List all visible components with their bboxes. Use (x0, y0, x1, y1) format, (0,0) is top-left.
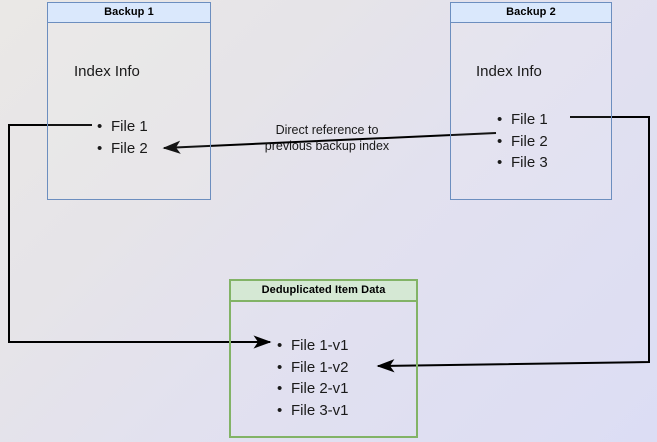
list-item: File 2 (497, 131, 548, 153)
list-item: File 2-v1 (277, 378, 349, 400)
node-dedup-header: Deduplicated Item Data (231, 281, 416, 302)
node-dedup-body: File 1-v1 File 1-v2 File 2-v1 File 3-v1 (231, 302, 416, 436)
node-deduplicated-item-data[interactable]: Deduplicated Item Data File 1-v1 File 1-… (229, 279, 418, 438)
list-item: File 1 (97, 116, 148, 138)
list-item: File 1-v2 (277, 357, 349, 379)
list-item: File 1 (497, 109, 548, 131)
list-item: File 3-v1 (277, 400, 349, 422)
backup-2-file-list: File 1 File 2 File 3 (497, 109, 548, 174)
dedup-file-list: File 1-v1 File 1-v2 File 2-v1 File 3-v1 (277, 335, 349, 421)
edge-label-direct-reference: Direct reference to previous backup inde… (264, 123, 390, 153)
list-item: File 3 (497, 152, 548, 174)
backup-1-index-info-label: Index Info (74, 63, 140, 80)
backup-1-file-list: File 1 File 2 (97, 116, 148, 159)
list-item: File 1-v1 (277, 335, 349, 357)
backup-2-index-info-label: Index Info (476, 63, 542, 80)
node-backup-1-header: Backup 1 (48, 3, 210, 23)
node-backup-1-body: Index Info File 1 File 2 (48, 23, 210, 199)
node-backup-2-header: Backup 2 (451, 3, 611, 23)
node-backup-2[interactable]: Backup 2 Index Info File 1 File 2 File 3 (450, 2, 612, 200)
node-backup-2-body: Index Info File 1 File 2 File 3 (451, 23, 611, 199)
list-item: File 2 (97, 138, 148, 160)
node-backup-1[interactable]: Backup 1 Index Info File 1 File 2 (47, 2, 211, 200)
